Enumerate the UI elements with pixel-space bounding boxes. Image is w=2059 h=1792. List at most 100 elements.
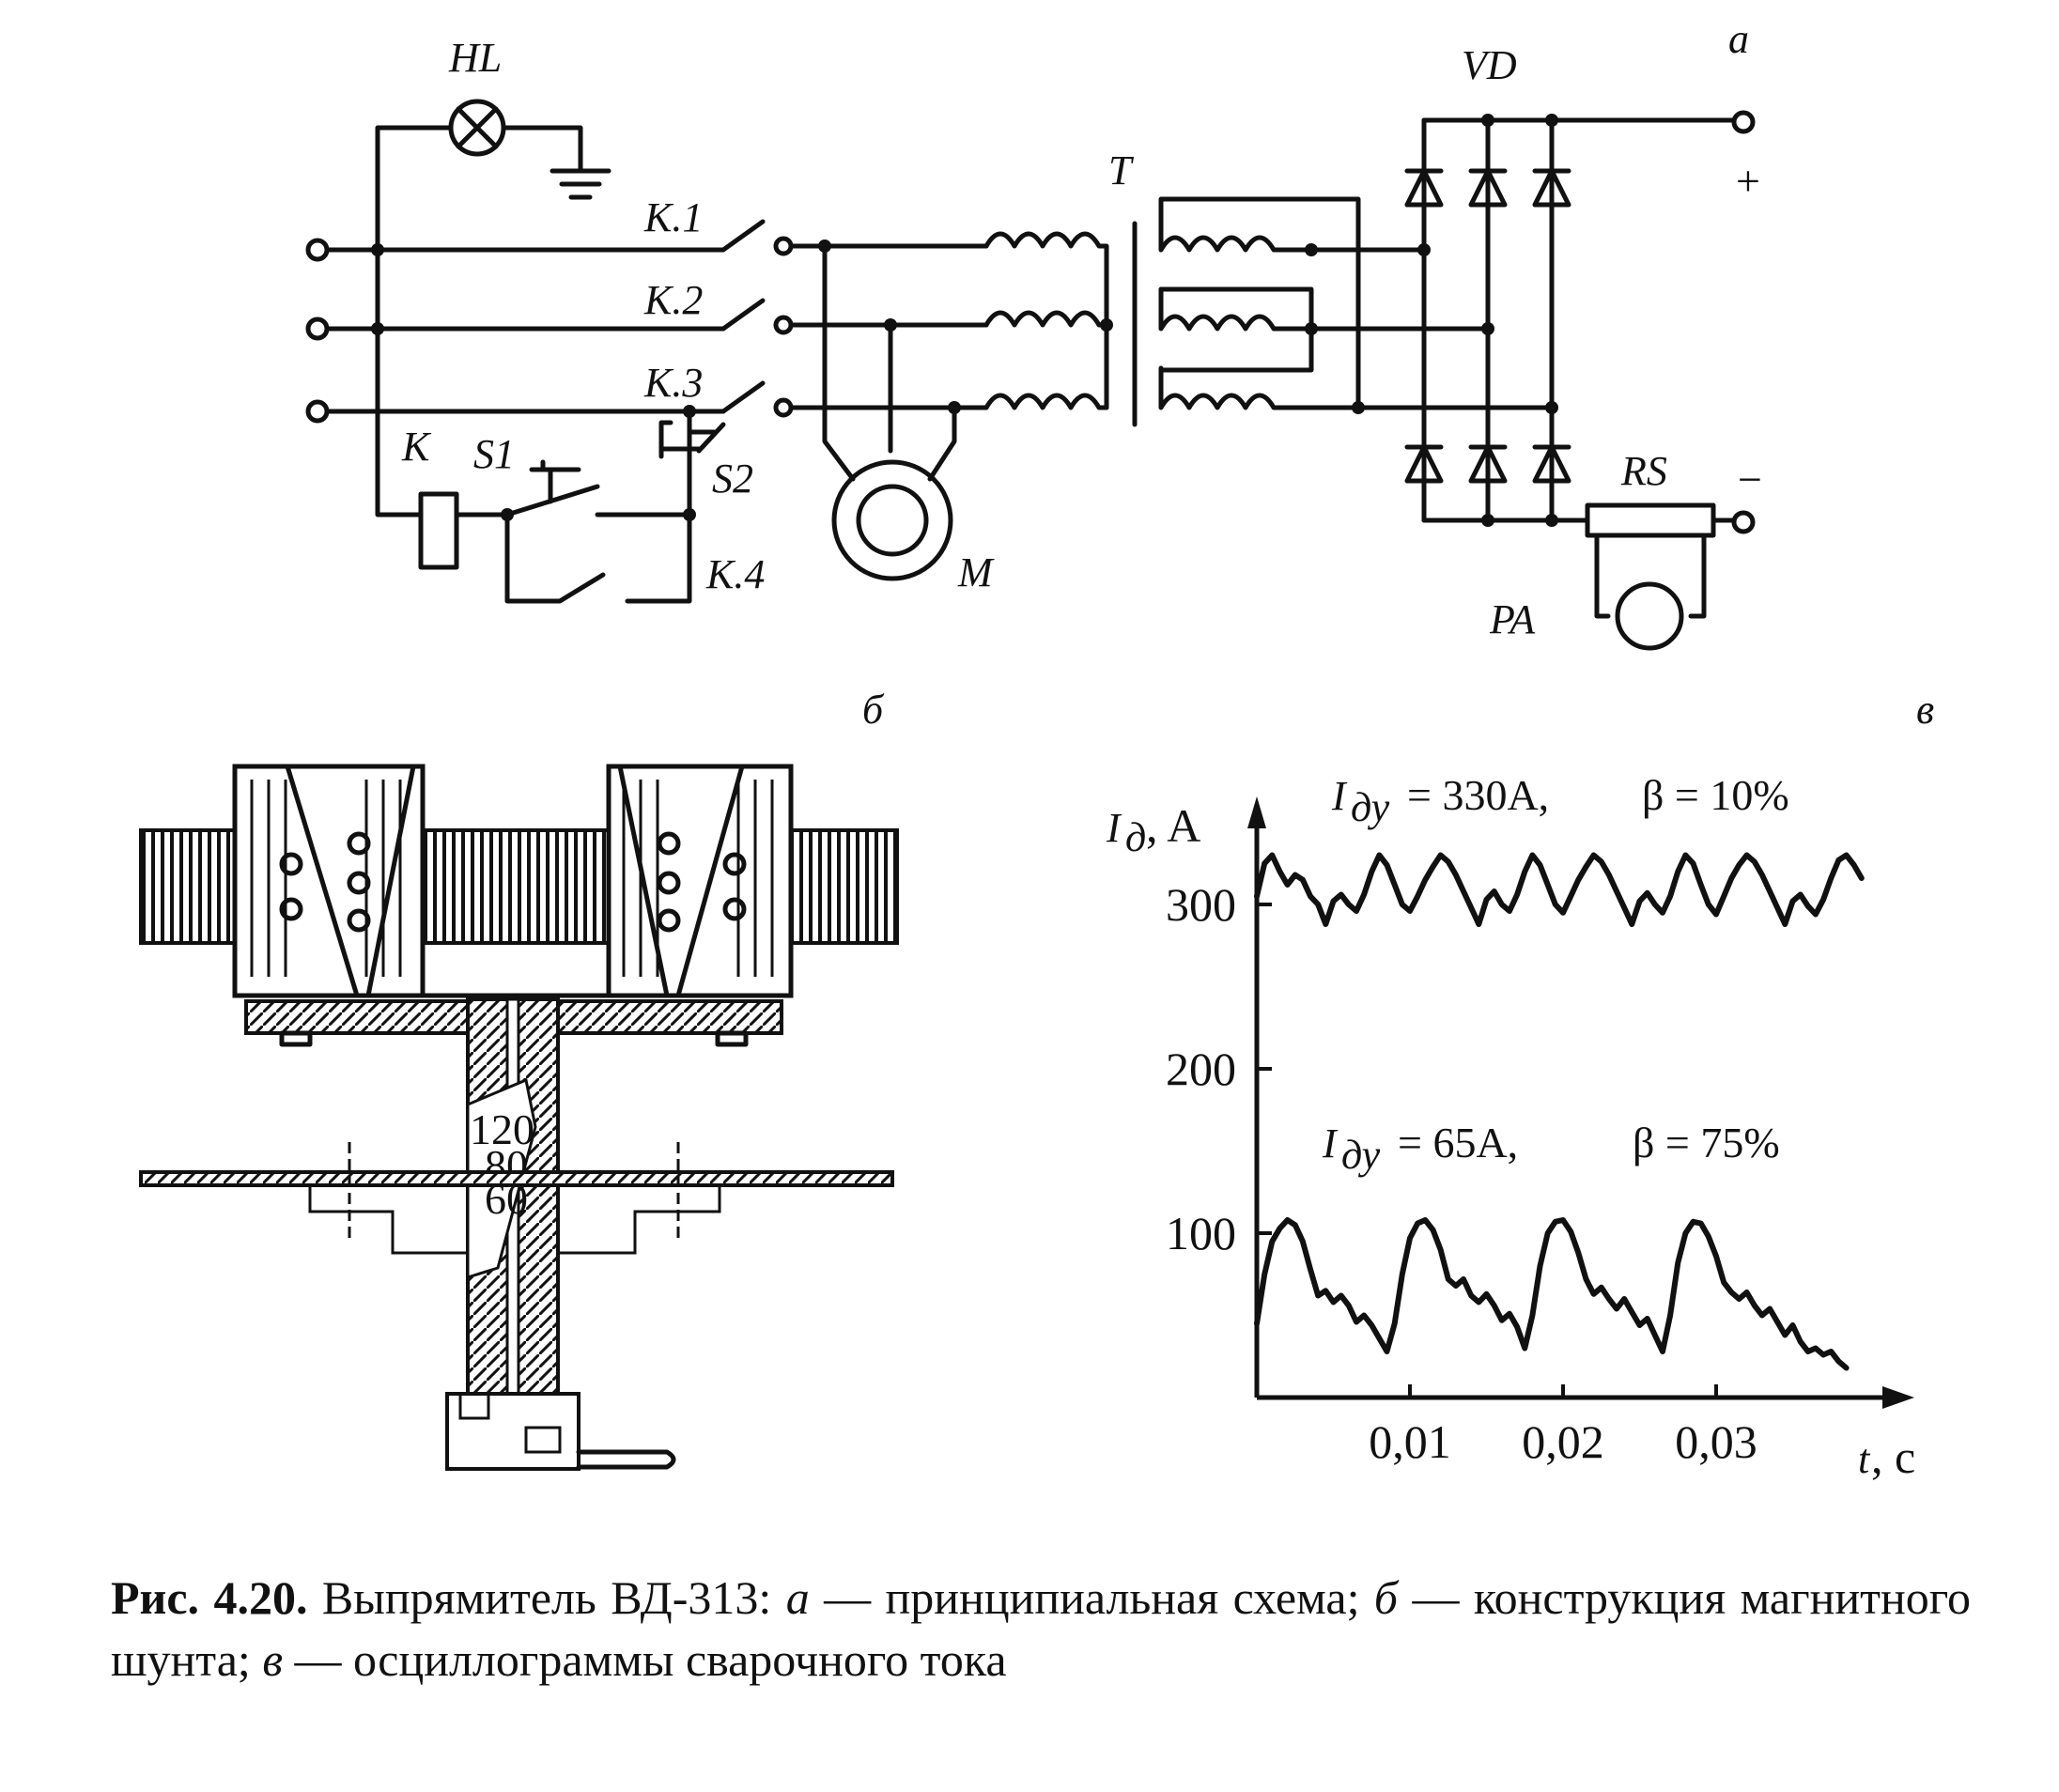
x-tick-label-0,03: 0,03	[1675, 1415, 1757, 1468]
node	[1100, 318, 1113, 332]
label-hl: HL	[448, 35, 502, 81]
node	[1305, 322, 1318, 335]
ammeter-wires	[1594, 533, 1707, 619]
panel-label-a: а	[1728, 16, 1749, 62]
label-k1: K.1	[643, 194, 703, 240]
label-pa: PA	[1489, 596, 1536, 642]
diode-lower-2	[1468, 444, 1508, 484]
cover-steps	[308, 1185, 721, 1255]
bolt	[347, 908, 371, 933]
label-k2: K.2	[643, 277, 703, 323]
annotation-0-symbol: I	[1331, 773, 1348, 819]
series-line-1	[1254, 1217, 1850, 1371]
cover-plate	[139, 1170, 894, 1187]
x-tick-label-0,01: 0,01	[1369, 1415, 1451, 1468]
diode-upper-1	[1404, 168, 1444, 208]
annotation-0-sub: ду	[1351, 784, 1390, 830]
node	[683, 508, 696, 521]
foot	[715, 1030, 749, 1047]
bolt	[722, 897, 747, 921]
diode-lower-3	[1532, 444, 1571, 484]
caption-text-1: Выпрямитель ВД-313:	[307, 1571, 786, 1624]
primary-coil-1	[983, 231, 1109, 410]
node	[683, 405, 696, 418]
ground-icon	[550, 168, 612, 200]
caption-v: в	[262, 1633, 284, 1686]
primary-coil-3	[983, 393, 1109, 410]
caption-fig-num: Рис. 4.20.	[111, 1571, 308, 1624]
label-m: M	[957, 549, 995, 595]
contact-k2	[720, 298, 766, 332]
y-tick-label-300: 300	[1166, 878, 1236, 931]
bolt	[657, 871, 681, 895]
schematic: а HL K.1 K.2 K.3 M	[305, 16, 1762, 651]
node	[371, 243, 384, 256]
motor-wire-3	[927, 405, 957, 482]
node	[1481, 322, 1494, 335]
contact-k1	[720, 219, 766, 253]
secondary-coil-3	[1158, 365, 1361, 410]
label-t: T	[1108, 147, 1135, 193]
bolt	[657, 831, 681, 856]
bolt	[279, 852, 303, 876]
shunt-rs	[1585, 502, 1737, 538]
coil-k-icon	[418, 491, 459, 570]
node	[948, 401, 961, 414]
annotation-0-value: = 330A,	[1407, 771, 1549, 819]
handle-part	[458, 1392, 490, 1420]
input-terminal-1	[305, 238, 330, 262]
node	[1481, 514, 1494, 527]
switch-s1-button	[529, 459, 581, 504]
output-terminal-minus	[1731, 510, 1756, 534]
secondary-coil-2	[1158, 286, 1314, 332]
label-s2: S2	[712, 456, 753, 502]
ammeter-pa-icon	[1615, 581, 1684, 651]
magnetic-shunt-drawing: б	[139, 687, 899, 1471]
caption-text-3: — конструкция магнитного шунта;	[111, 1571, 1971, 1686]
handle-lever	[576, 1449, 676, 1470]
secondary-outer	[1158, 196, 1361, 410]
primary-coil-2	[983, 310, 1109, 328]
y-tick-label-100: 100	[1166, 1207, 1236, 1259]
switch-s2	[658, 409, 726, 459]
x-tick-label-0,02: 0,02	[1522, 1415, 1604, 1468]
label-rs: RS	[1620, 448, 1667, 494]
panel-label-v: в	[1916, 687, 1934, 733]
motor-m-rotor	[856, 484, 929, 557]
bolt	[722, 852, 747, 876]
annotation-1-symbol: I	[1322, 1120, 1339, 1166]
node	[371, 322, 384, 335]
y-axis-arrow	[1247, 796, 1266, 828]
label-s1: S1	[473, 431, 515, 477]
lamp-ground-wire	[501, 125, 583, 174]
y-axis-label-unit: , A	[1146, 799, 1200, 852]
handle-part	[524, 1426, 562, 1454]
bridge-legs	[1421, 117, 1555, 523]
bolt	[347, 871, 371, 895]
label-vd: VD	[1462, 42, 1517, 88]
x-axis-label: t	[1858, 1436, 1871, 1482]
diode-upper-2	[1468, 168, 1508, 208]
input-terminal-2	[305, 317, 330, 341]
caption-text-4: — осциллограммы сварочного тока	[283, 1633, 1007, 1686]
lamp-wire	[375, 125, 454, 253]
node	[1417, 243, 1431, 256]
contact-k3	[720, 380, 766, 414]
node	[1481, 114, 1494, 127]
annotation-1-value: = 65A,	[1398, 1119, 1518, 1166]
control-wire-left	[375, 247, 424, 518]
foot	[279, 1030, 313, 1047]
x-axis-arrow	[1882, 1386, 1914, 1409]
motor-m-icon	[831, 459, 953, 581]
figure-caption: Рис. 4.20. Выпрямитель ВД-313: а — принц…	[111, 1567, 1971, 1691]
node	[1545, 514, 1558, 527]
label-k4: K.4	[705, 551, 765, 597]
core-block-left	[232, 764, 426, 998]
secondary-coil-1	[1158, 235, 1314, 253]
y-axis-label: I	[1106, 805, 1122, 851]
contact-k4	[504, 512, 692, 604]
node	[1305, 243, 1318, 256]
